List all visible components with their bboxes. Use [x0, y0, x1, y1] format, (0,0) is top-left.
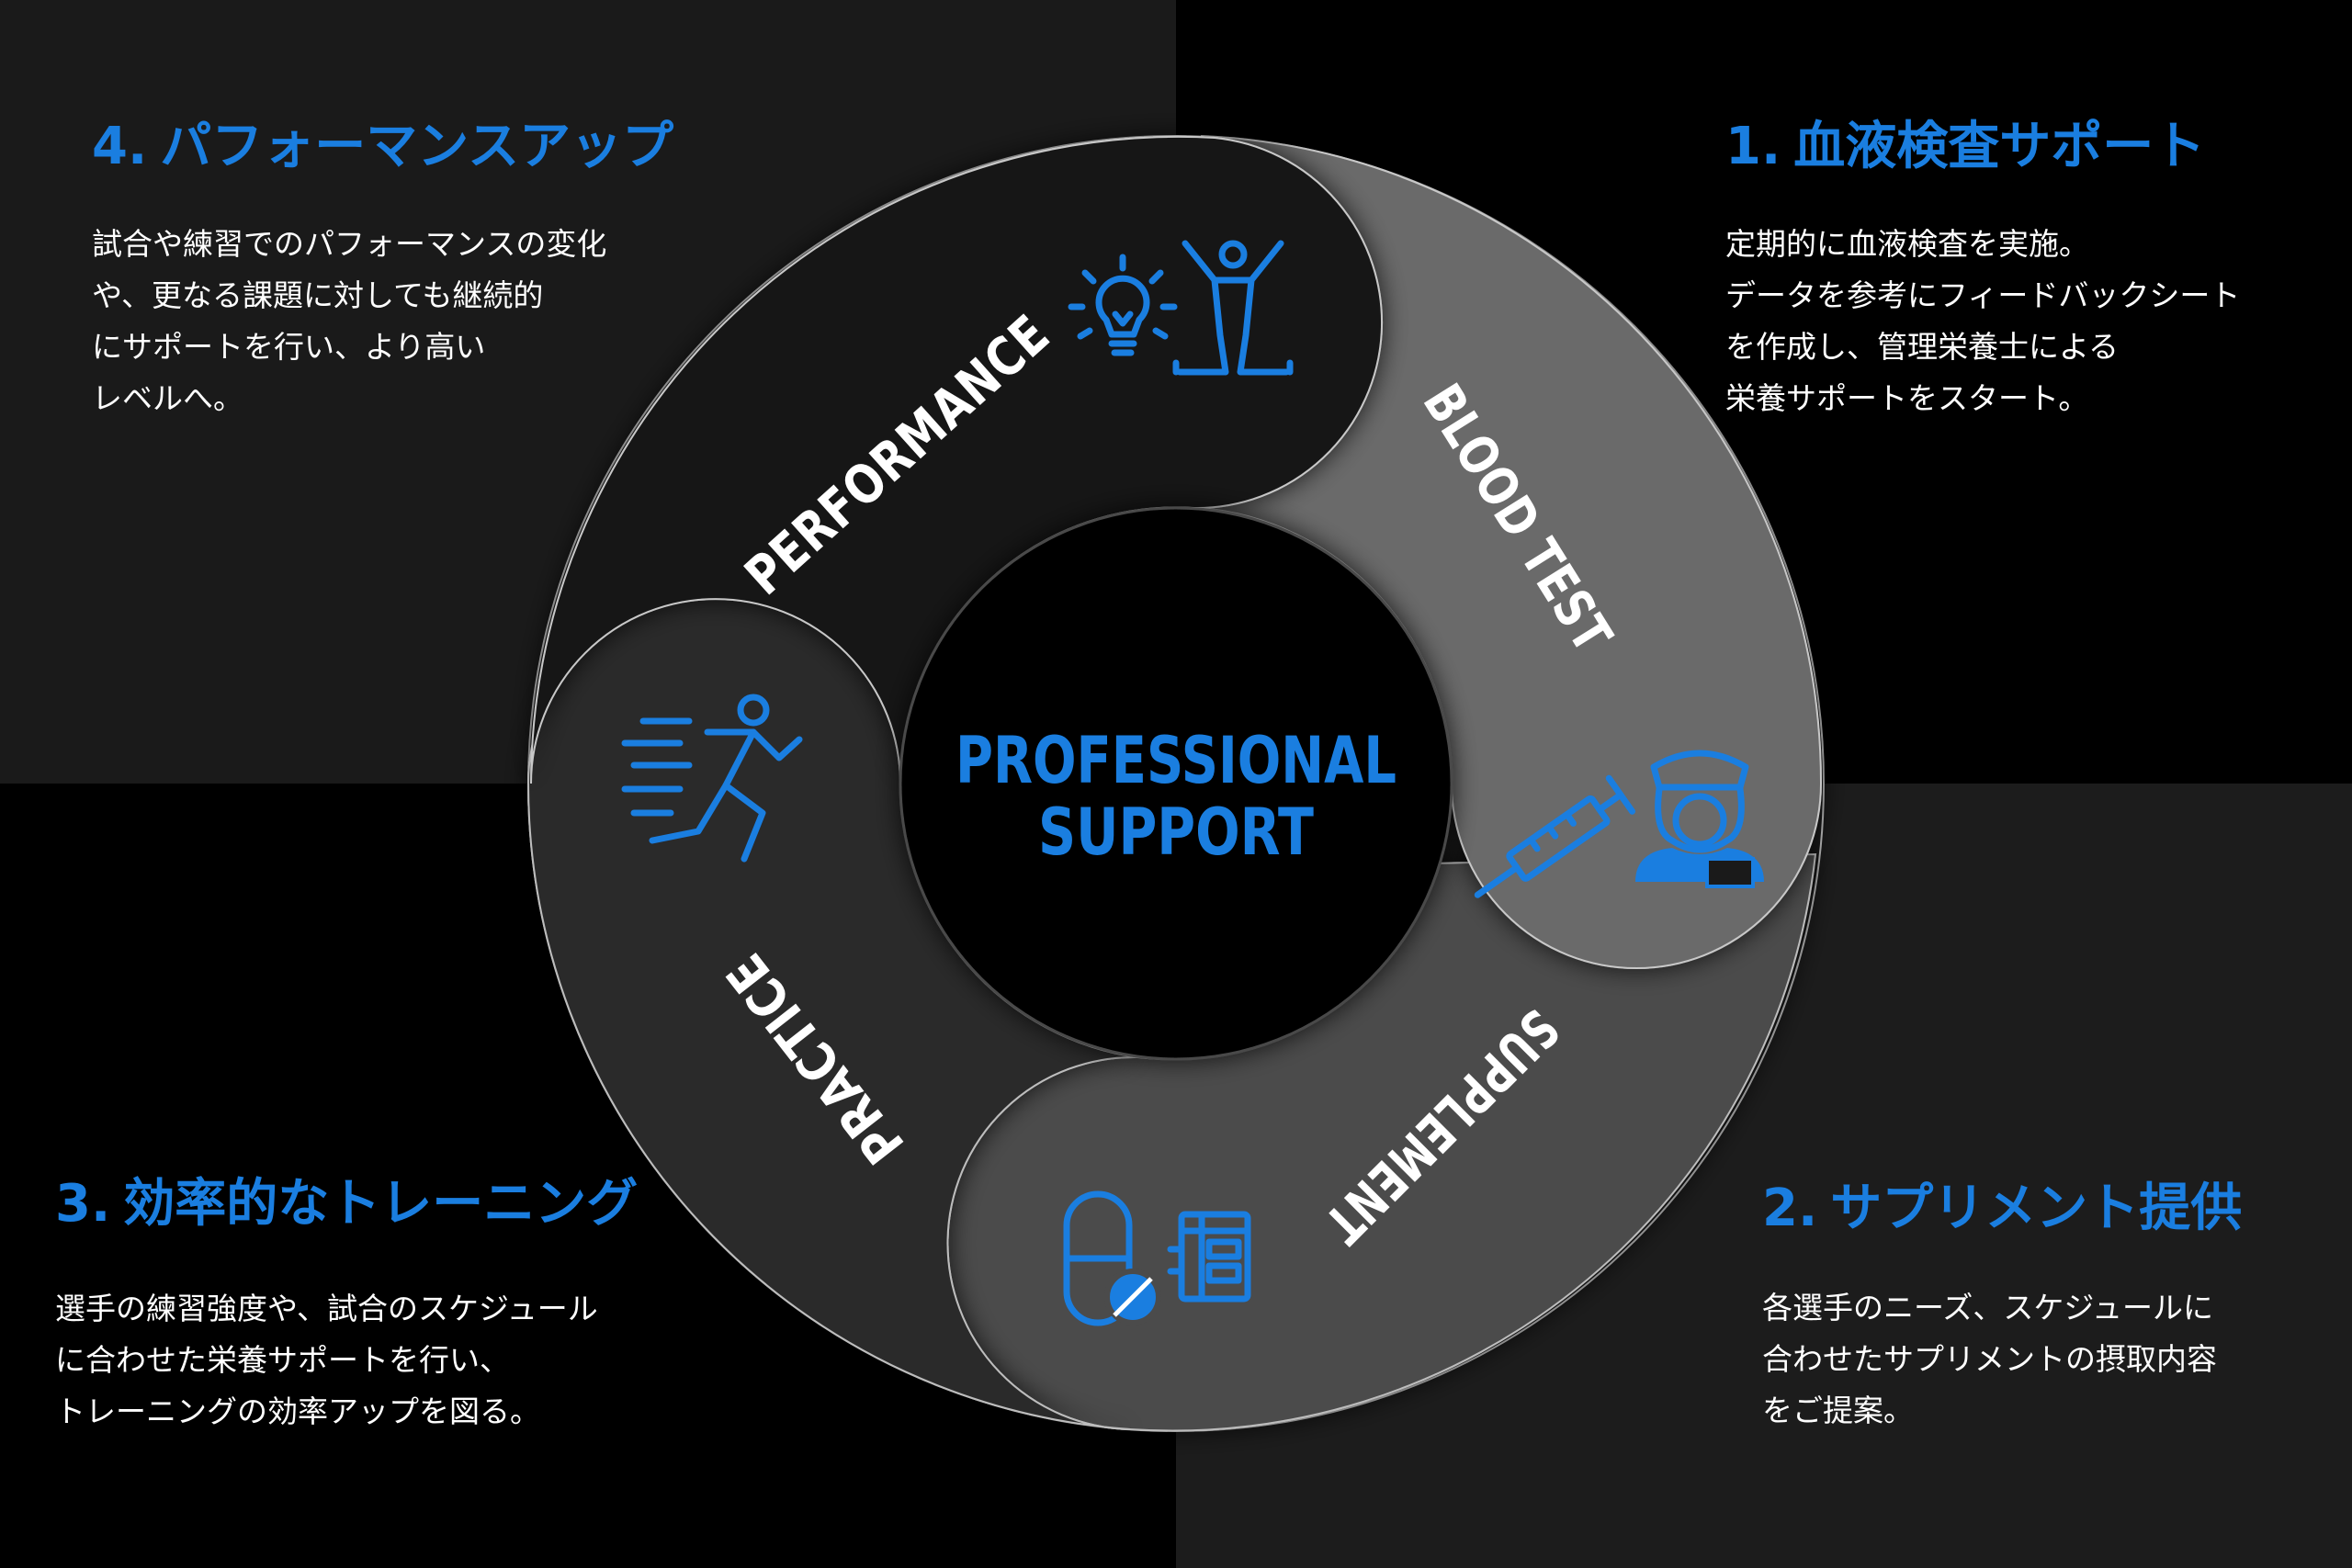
panel-blood-test: 1.血液検査サポート 定期的に血液検査を実施。 データを参考にフィードバックシー…: [1725, 121, 2240, 424]
panel-efficient-training: 3.効率的なトレーニング 選手の練習強度や、試合のスケジュール に合わせた栄養サ…: [55, 1179, 638, 1438]
panel-performance-up-line-3: にサポートを行い、より高い: [92, 329, 486, 365]
panel-blood-test-line-4: 栄養サポートをスタート。: [1725, 380, 2089, 416]
panel-efficient-training-line-2: に合わせた栄養サポートを行い、: [55, 1342, 510, 1378]
panel-blood-test-title: 1.血液検査サポート: [1725, 117, 2206, 176]
panel-supplement-line-3: をご提案。: [1762, 1393, 1914, 1428]
athlete-raised-arms-icon: [1172, 240, 1294, 376]
center-title-line2: SUPPORT: [1038, 795, 1314, 870]
panel-supplement-line-2: 合わせたサプリメントの摂取内容: [1762, 1341, 2217, 1377]
panel-performance-up-line-2: や、更なる課題に対しても継続的: [92, 277, 544, 313]
panel-blood-test-line-1: 定期的に血液検査を実施。: [1725, 226, 2089, 262]
running-athlete-icon: [621, 694, 803, 863]
panel-efficient-training-title: 3.効率的なトレーニング: [55, 1174, 639, 1234]
segment-performance: [530, 135, 1383, 784]
panel-performance-up-line-1: 試合や練習でのパフォーマンスの変化: [92, 226, 607, 262]
panel-supplement-title: 2.サプリメント提供: [1762, 1179, 2243, 1238]
panel-supplement: 2.サプリメント提供 各選手のニーズ、スケジュールに 合わせたサプリメントの摂取…: [1762, 1183, 2242, 1437]
panel-efficient-training-line-3: トレーニングの効率アップを図る。: [55, 1393, 540, 1429]
panel-performance-up-title: 4.パフォーマンスアップ: [92, 117, 674, 176]
center-title-line1: PROFESSIONAL: [956, 723, 1396, 798]
syringe-icon: [1474, 774, 1636, 898]
center-circle: [899, 506, 1453, 1061]
capsule-pill-icon: [1063, 1190, 1161, 1326]
panel-supplement-line-1: 各選手のニーズ、スケジュールに: [1762, 1290, 2214, 1325]
supplement-bottle-icon: [1167, 1211, 1251, 1303]
panel-blood-test-line-2: データを参考にフィードバックシート: [1725, 277, 2241, 313]
panel-efficient-training-line-1: 選手の練習強度や、試合のスケジュール: [55, 1291, 598, 1326]
panel-performance-up: 4.パフォーマンスアップ 試合や練習でのパフォーマンスの変化 や、更なる課題に対…: [92, 121, 673, 424]
panel-performance-up-line-4: レベルへ。: [92, 380, 243, 416]
panel-blood-test-line-3: を作成し、管理栄養士による: [1725, 329, 2120, 365]
idea-bulb-icon: [1068, 254, 1178, 356]
nurse-icon: [1635, 750, 1764, 888]
